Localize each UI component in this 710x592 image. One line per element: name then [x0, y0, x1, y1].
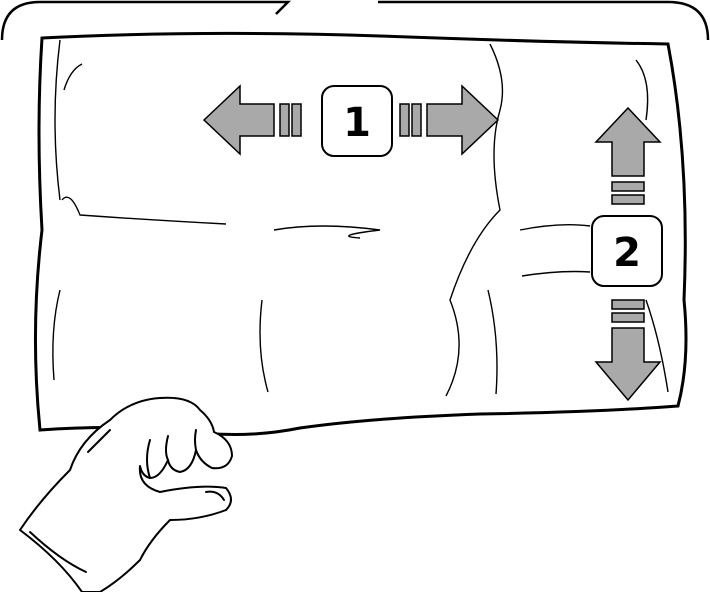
- step-2-label: 2: [613, 230, 641, 276]
- step-1-badge: 1: [322, 86, 392, 156]
- step-2-badge: 2: [592, 216, 662, 286]
- step-1-label: 1: [343, 100, 371, 146]
